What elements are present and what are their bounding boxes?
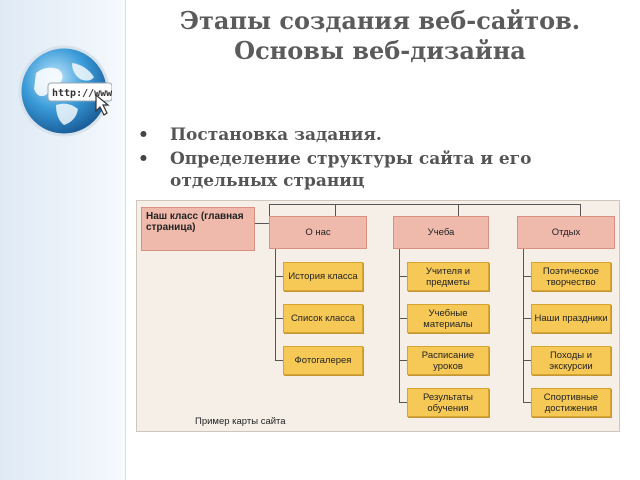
bullet-list: Постановка задания. Определение структур… — [130, 124, 630, 202]
connector-line — [523, 360, 531, 361]
connector-line — [580, 204, 581, 216]
connector-line — [458, 204, 459, 216]
bullet-item: Постановка задания. — [130, 124, 630, 146]
sitemap-page: Фотогалерея — [283, 346, 363, 375]
sitemap-section-about: О нас — [269, 216, 367, 249]
connector-line — [399, 360, 407, 361]
sitemap-page: Учителя и предметы — [407, 262, 489, 291]
sitemap-page: Поэтическое творчество — [531, 262, 611, 291]
globe-url-text: http://www. — [52, 88, 112, 99]
sitemap-page: История класса — [283, 262, 363, 291]
connector-line — [523, 318, 531, 319]
connector-line — [275, 360, 283, 361]
sitemap-page: Расписание уроков — [407, 346, 489, 375]
connector-line — [255, 223, 269, 224]
bullet-item: Определение структуры сайта и его отдель… — [130, 148, 630, 192]
connector-line — [523, 249, 524, 403]
sitemap-page: Спортивные достижения — [531, 388, 611, 417]
sitemap-page: Походы и экскурсии — [531, 346, 611, 375]
sitemap-page: Результаты обучения — [407, 388, 489, 417]
sitemap-page: Учебные материалы — [407, 304, 489, 333]
sitemap-section-study: Учеба — [393, 216, 489, 249]
sitemap-page: Список класса — [283, 304, 363, 333]
connector-line — [335, 204, 336, 216]
sitemap-main-page: Наш класс (главная страница) — [141, 207, 255, 251]
connector-line — [269, 204, 581, 205]
connector-line — [399, 249, 400, 403]
connector-line — [275, 318, 283, 319]
connector-line — [399, 402, 407, 403]
connector-line — [523, 276, 531, 277]
connector-line — [523, 402, 531, 403]
globe-icon: http://www. — [18, 45, 112, 137]
sitemap-diagram: Наш класс (главная страница) О нас Учеба… — [136, 200, 620, 432]
connector-line — [269, 204, 270, 224]
sitemap-page: Наши праздники — [531, 304, 611, 333]
slide-title: Этапы создания веб-сайтов. Основы веб-ди… — [179, 6, 581, 65]
connector-line — [399, 318, 407, 319]
connector-line — [275, 249, 276, 361]
sitemap-section-leisure: Отдых — [517, 216, 615, 249]
connector-line — [275, 276, 283, 277]
connector-line — [399, 276, 407, 277]
sitemap-caption: Пример карты сайта — [195, 416, 286, 427]
